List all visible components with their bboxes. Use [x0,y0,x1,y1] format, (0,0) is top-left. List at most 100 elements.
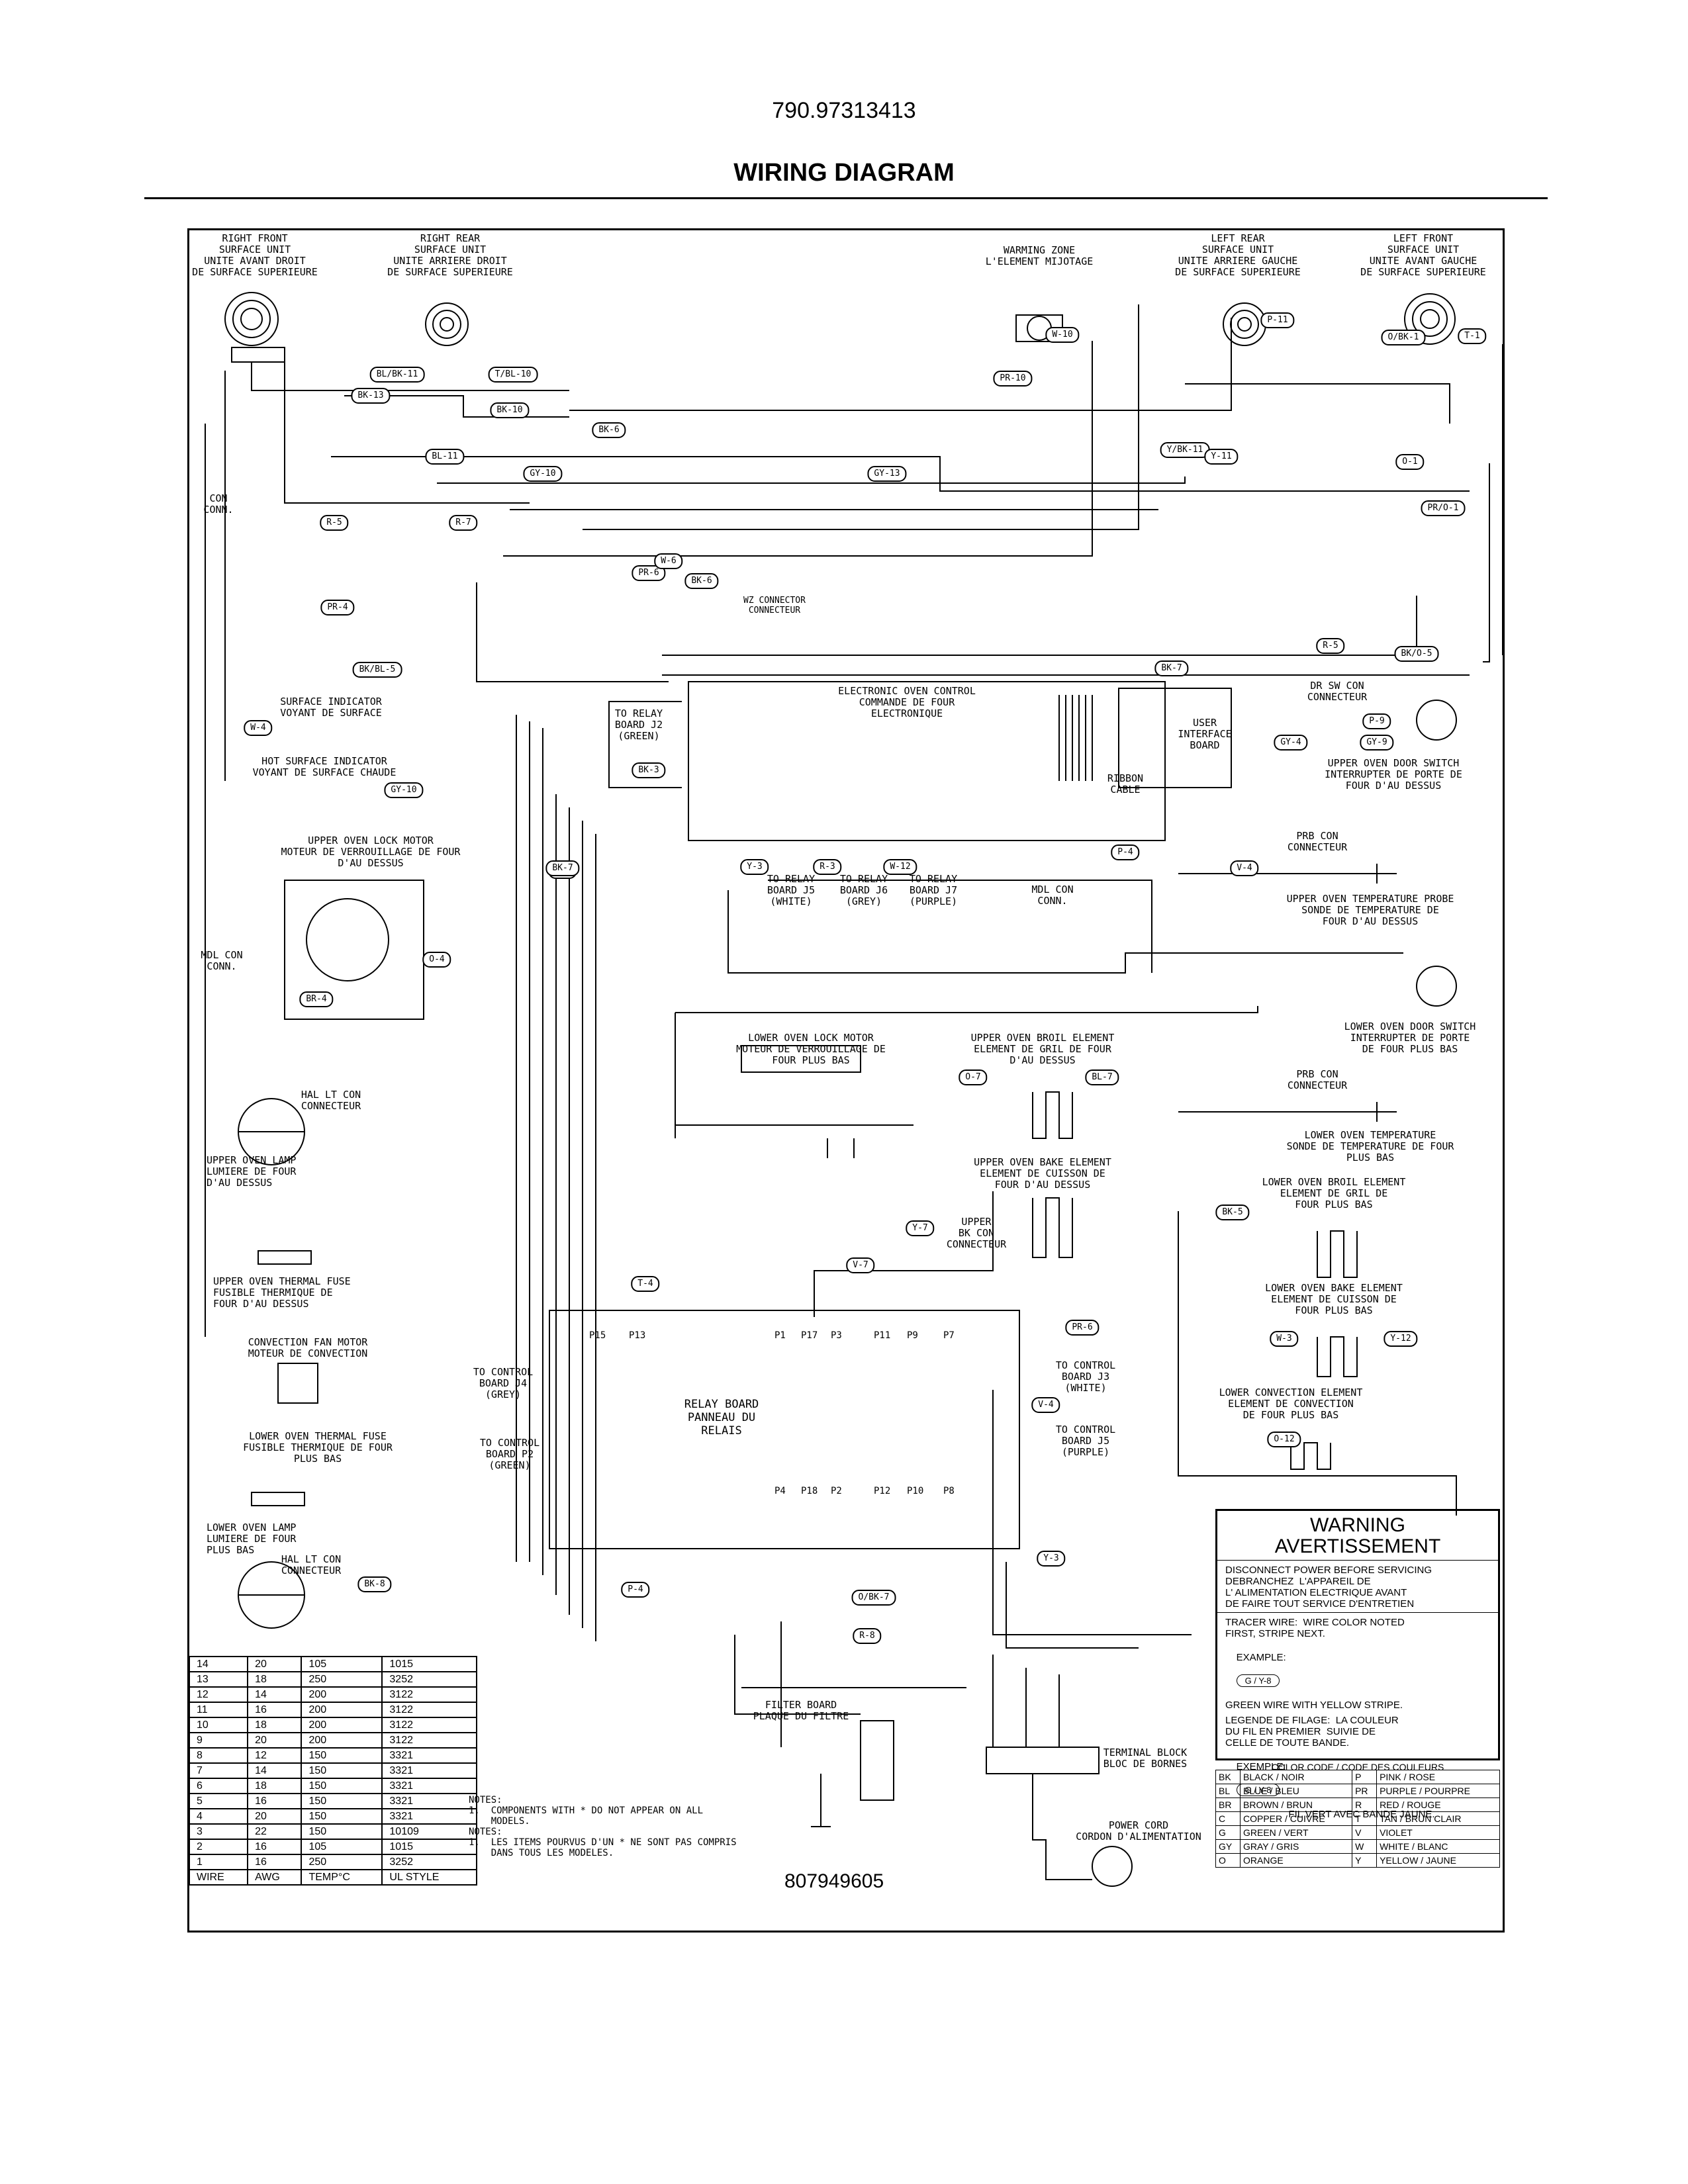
wire-tag: GY-9 [1360,735,1394,751]
wire-tag: BL/BK-11 [369,367,425,383]
dr-sw-con-label: DR SW CON CONNECTEUR [1307,680,1368,703]
table-cell: 18 [247,1671,303,1688]
lower-bake-label: LOWER OVEN BAKE ELEMENT ELEMENT DE CUISS… [1265,1282,1403,1316]
table-cell: 200 [301,1702,383,1718]
wire-tag: R-5 [1316,638,1345,654]
page-title: WIRING DIAGRAM [733,159,955,187]
table-cell: 200 [301,1686,383,1703]
wire-tag: PR-10 [993,371,1033,387]
table-cell: 150 [301,1823,383,1840]
wire-tag: P-4 [621,1582,650,1598]
part-number: 807949605 [784,1870,884,1892]
warming-zone-label: WARMING ZONE L'ELEMENT MIJOTAGE [985,244,1094,267]
wire-tag: BK-10 [490,402,530,418]
wire-tag: GY-13 [867,466,907,482]
table-cell: 150 [301,1762,383,1779]
user-interface-label: USER INTERFACE BOARD [1178,717,1232,751]
wire-tag: GY-10 [384,782,424,798]
table-cell: 20 [247,1808,303,1825]
left-rear-label: LEFT REAR SURFACE UNIT UNITE ARRIERE GAU… [1175,232,1301,278]
to-relay-j5-label: TO RELAY BOARD J5 (WHITE) [767,873,816,907]
example-label-fr: EXEMPLE: [1236,1761,1286,1772]
relay-pin: P9 [907,1330,918,1341]
wire-tag: BK-13 [351,388,391,404]
color-code-cell: VIOLET [1376,1825,1500,1840]
color-code-cell: YELLOW / JAUNE [1376,1853,1500,1868]
upper-lamp-label: UPPER OVEN LAMP LUMIERE DE FOUR D'AU DES… [207,1154,297,1189]
color-code-cell: BLUE / BLEU [1239,1784,1353,1798]
wire-tag: R-7 [449,515,478,531]
color-code-cell: GRAY / GRIS [1239,1839,1353,1854]
wire-tag: V-7 [846,1257,875,1273]
table-cell: 3122 [381,1732,477,1749]
table-cell: 150 [301,1808,383,1825]
tracer-text: TRACER WIRE: WIRE COLOR NOTED FIRST, STR… [1225,1617,1405,1639]
table-cell: 3252 [381,1671,477,1688]
table-cell: 7 [188,1762,249,1779]
color-code-cell: PR [1352,1784,1378,1798]
hot-surface-indicator-label: HOT SURFACE INDICATOR VOYANT DE SURFACE … [252,755,397,778]
hal-lt-con-lower-label: HAL LT CON CONNECTEUR [281,1553,342,1576]
wire-tag: GY-10 [523,466,563,482]
lower-thermal-fuse-label: LOWER OVEN THERMAL FUSE FUSIBLE THERMIQU… [243,1430,393,1465]
table-cell: 20 [247,1656,303,1672]
relay-pin: P1 [774,1330,786,1341]
right-rear-coil-icon [425,302,469,346]
table-header-cell: UL STYLE [381,1869,477,1886]
wire-tag: BL-11 [425,449,465,465]
wire-tag: P-9 [1362,713,1391,729]
wire-tag: O-1 [1395,454,1425,470]
relay-pin: P7 [943,1330,955,1341]
relay-pin: P15 [589,1330,606,1341]
table-cell: 16 [247,1702,303,1718]
table-cell: 3252 [381,1854,477,1870]
color-code-cell: R [1352,1797,1378,1812]
table-cell: 13 [188,1671,249,1688]
table-cell: 14 [188,1656,249,1672]
left-front-label: LEFT FRONT SURFACE UNIT UNITE AVANT GAUC… [1360,232,1486,278]
to-control-j4-label: TO CONTROL BOARD J4 (GREY) [473,1366,534,1400]
relay-pin: P2 [831,1486,842,1496]
lower-lock-motor-label: LOWER OVEN LOCK MOTOR MOTEUR DE VERROUIL… [736,1032,886,1066]
wire-tag: T-4 [631,1276,660,1292]
upper-door-switch-label: UPPER OVEN DOOR SWITCH INTERRUPTER DE PO… [1325,757,1462,792]
wire-tag: Y/BK-11 [1160,442,1210,458]
wire-tag: V-4 [1031,1397,1060,1413]
example-desc: GREEN WIRE WITH YELLOW STRIPE. [1225,1700,1403,1711]
table-cell: 16 [247,1839,303,1855]
relay-pin: P4 [774,1486,786,1496]
right-front-coil-icon [224,292,285,363]
table-cell: 150 [301,1778,383,1794]
wire-tag: V-4 [1230,860,1259,876]
relay-board-label: RELAY BOARD PANNEAU DU RELAIS [684,1398,759,1437]
wire-tag: Y-11 [1204,449,1239,465]
table-cell: 22 [247,1823,303,1840]
color-code-cell: BROWN / BRUN [1239,1797,1353,1812]
wire-tag: P-11 [1260,312,1295,328]
table-cell: 3321 [381,1762,477,1779]
table-cell: 3321 [381,1778,477,1794]
right-front-label: RIGHT FRONT SURFACE UNIT UNITE AVANT DRO… [192,232,318,278]
prb-con-label: PRB CON CONNECTEUR [1287,830,1348,853]
wire-tag: GY-4 [1274,735,1308,751]
relay-pin: P3 [831,1330,842,1341]
notes: NOTES: 1. COMPONENTS WITH * DO NOT APPEA… [469,1795,737,1858]
wire-tag: BK-6 [592,422,626,438]
color-code-cell: W [1352,1839,1378,1854]
warning-text-fr: DEBRANCHEZ L'APPAREIL DE L' ALIMENTATION… [1225,1576,1415,1610]
color-code-cell: O [1215,1853,1241,1868]
color-code-cell: BR [1215,1797,1241,1812]
color-code-cell: BL [1215,1784,1241,1798]
wire-tag: BK-7 [1154,660,1189,676]
table-cell: 4 [188,1808,249,1825]
relay-pin: P8 [943,1486,955,1496]
